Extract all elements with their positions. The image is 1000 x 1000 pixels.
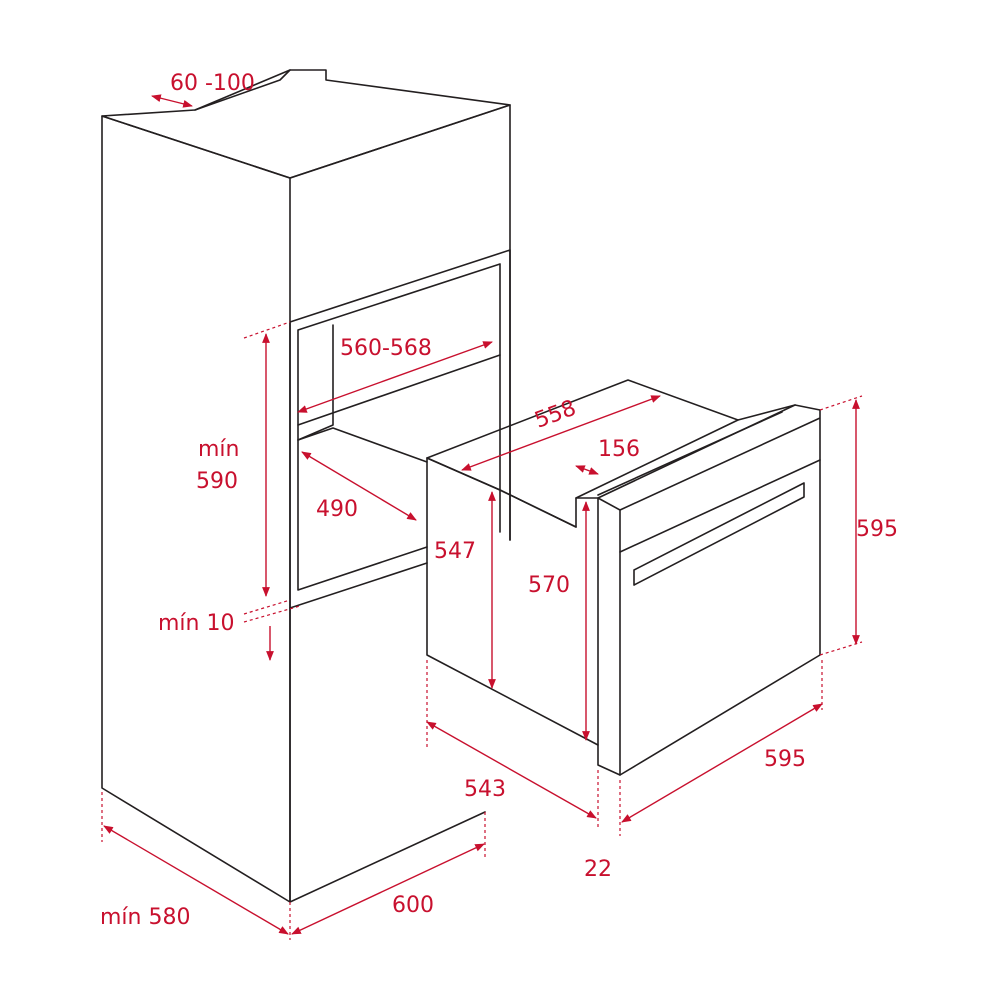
dimension-lines: [101, 94, 863, 940]
label-niche-gap: 60 -100: [170, 71, 255, 96]
oven-door-top-edge: [619, 459, 821, 553]
label-front-thickness: 22: [584, 857, 612, 882]
ext-min-gap: [243, 605, 301, 623]
label-niche-height: 590: [196, 469, 238, 494]
label-min: mín: [198, 437, 240, 462]
cabinet: [101, 69, 511, 903]
dim-oven-depth-top: [461, 395, 661, 471]
dim-panel-offset: [575, 465, 599, 475]
label-oven-body-depth: 543: [464, 777, 506, 802]
label-niche-width: 560-568: [340, 336, 432, 361]
niche-floor: [297, 427, 428, 463]
label-oven-depth-top: 558: [532, 396, 580, 434]
cabinet-top-notch: [194, 69, 291, 111]
label-cabinet-depth: mín 580: [100, 905, 190, 930]
label-oven-width: 595: [764, 747, 806, 772]
label-niche-depth: 490: [316, 497, 358, 522]
oven-handle: [633, 482, 805, 586]
cabinet-top: [101, 69, 511, 179]
dim-cabinet-depth: [103, 825, 289, 935]
dim-oven-body-depth: [426, 721, 597, 819]
label-panel-offset: 156: [598, 437, 640, 462]
dim-niche-width: [297, 341, 493, 413]
oven-front-side: [575, 497, 621, 776]
ext-niche-top: [243, 321, 291, 339]
label-min-gap: mín 10: [158, 611, 234, 636]
cabinet-side-face: [101, 115, 291, 903]
label-oven-panel-height: 570: [528, 573, 570, 598]
oven-control-strip: [597, 404, 796, 496]
dim-niche-gap: [151, 94, 193, 108]
oven-body-side: [426, 457, 599, 746]
niche-opening-frame: [289, 249, 511, 609]
label-cabinet-width: 600: [392, 893, 434, 918]
label-oven-height: 595: [856, 517, 898, 542]
label-oven-body-height: 547: [434, 539, 476, 564]
dim-niche-depth: [301, 451, 417, 521]
dimension-labels: 60 -100 560-568 mín 590 490 mín 10 558 1…: [100, 71, 898, 930]
dim-oven-width: [621, 703, 823, 823]
ext-niche-bottom: [243, 599, 291, 615]
dim-cabinet-width: [291, 843, 485, 935]
ext-oven-top: [819, 395, 863, 411]
